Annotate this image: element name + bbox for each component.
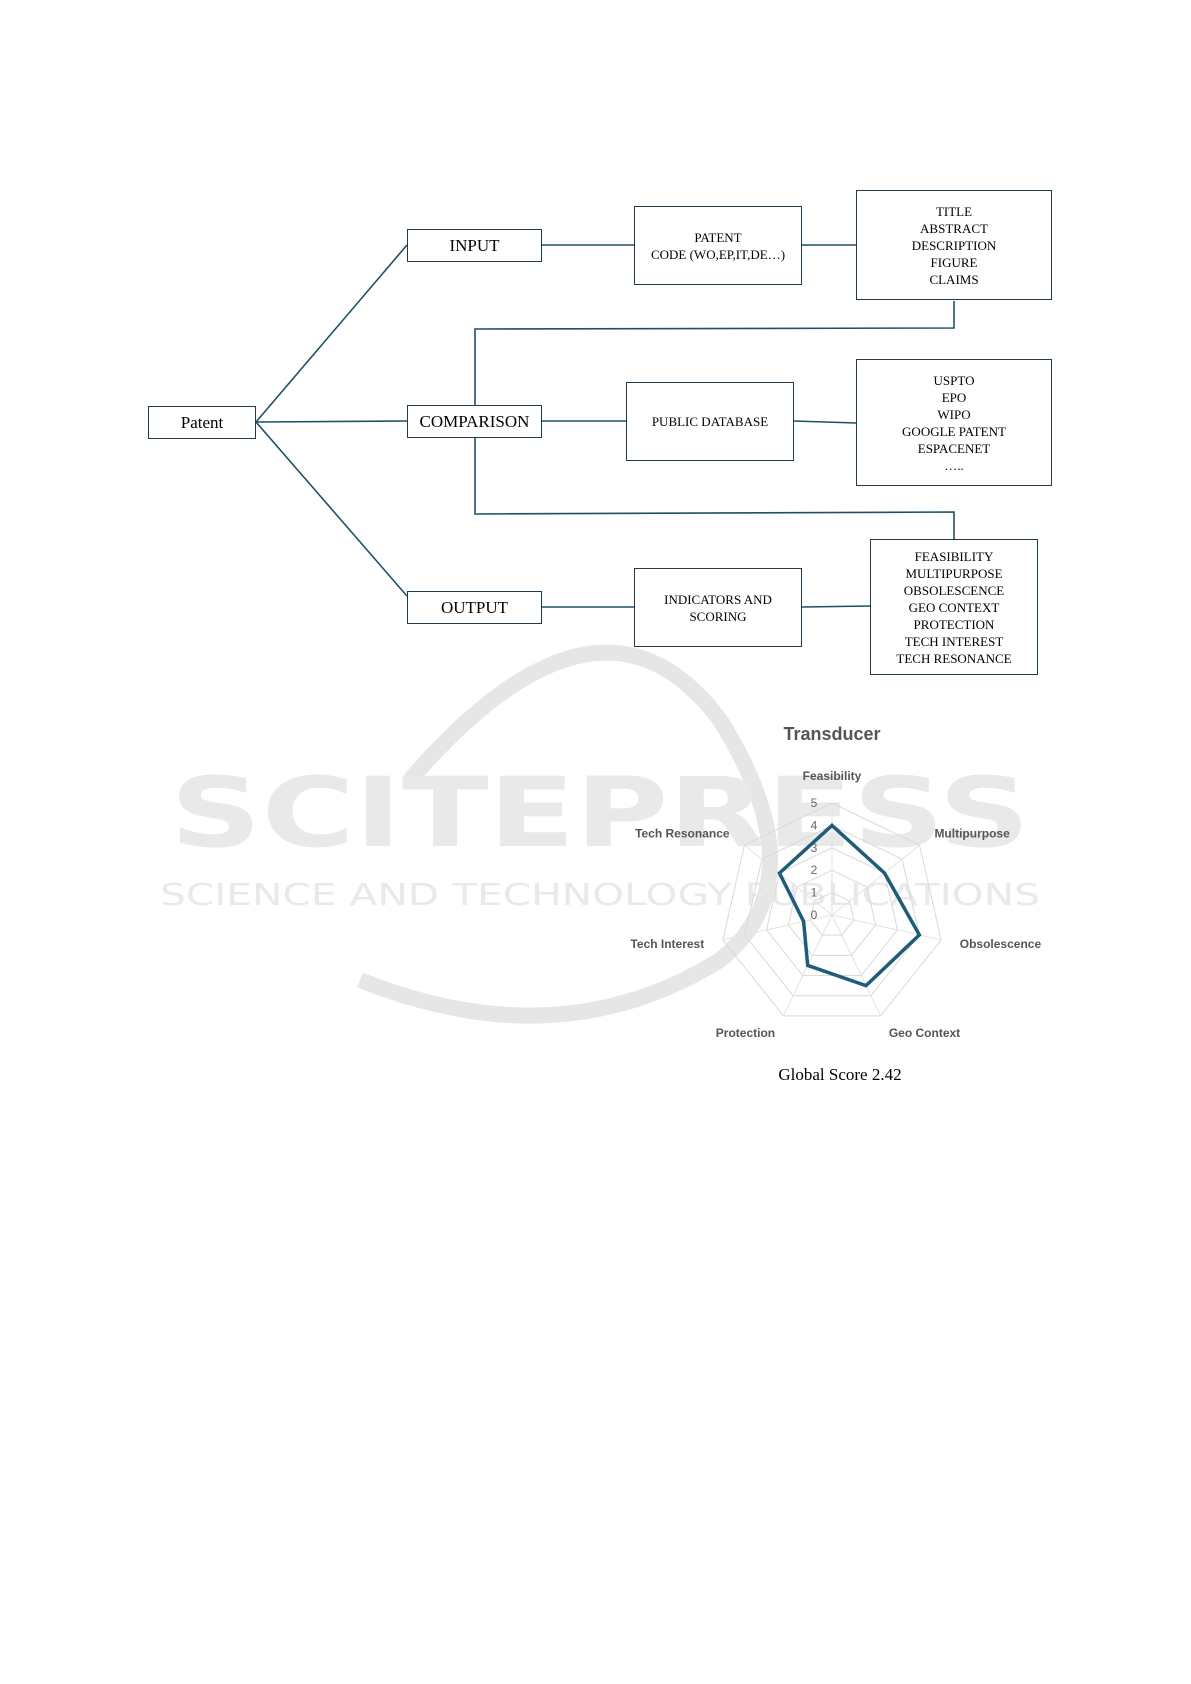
radar-tick-label: 5 <box>811 796 818 810</box>
radar-axis-label: Tech Resonance <box>635 826 730 840</box>
indicator-item: FEASIBILITY <box>914 548 994 564</box>
input-node: INPUT <box>407 229 542 262</box>
indicators-scoring-node: INDICATORS AND SCORING <box>634 568 802 647</box>
comparison-label: COMPARISON <box>419 411 530 431</box>
radar-spoke <box>722 914 833 941</box>
patent-code-line: CODE (WO,EP,IT,DE…) <box>650 246 786 262</box>
output-label: OUTPUT <box>440 597 509 617</box>
input-label: INPUT <box>449 235 500 255</box>
radar-tick-label: 0 <box>811 908 818 922</box>
database-source: USPTO <box>933 372 975 388</box>
database-source: WIPO <box>937 406 971 422</box>
patent-field: DESCRIPTION <box>911 237 997 253</box>
radar-axis-label: Geo Context <box>889 1026 960 1040</box>
radar-chart: Transducer 0 1 2 3 4 5 FeasibilityMultipurposeO… <box>630 724 1042 1040</box>
indicator-item: PROTECTION <box>913 616 995 632</box>
radar-grid-ring <box>744 824 920 997</box>
database-source: ….. <box>944 457 964 473</box>
patent-field: ABSTRACT <box>920 220 988 236</box>
radar-grid-ring <box>722 802 942 1017</box>
radar-grid-ring <box>809 892 855 936</box>
comparison-node: COMPARISON <box>407 405 542 438</box>
indicators-scoring-line: INDICATORS AND <box>664 591 772 607</box>
radar-axis-label: Obsolescence <box>960 937 1042 951</box>
patent-field: FIGURE <box>930 254 978 270</box>
database-source: ESPACENET <box>917 440 991 456</box>
patent-root-label: Patent <box>180 412 224 432</box>
database-source: EPO <box>941 389 967 405</box>
patent-code-node: PATENT CODE (WO,EP,IT,DE…) <box>634 206 802 285</box>
radar-tick-label: 1 <box>811 886 818 900</box>
indicators-scoring-line: SCORING <box>689 608 747 624</box>
radar-tick-label: 3 <box>811 841 818 855</box>
public-database-node: PUBLIC DATABASE <box>626 382 794 461</box>
radar-tick-label: 2 <box>811 863 818 877</box>
patent-fields-node: TITLE ABSTRACT DESCRIPTION FIGURE CLAIMS <box>856 190 1052 300</box>
radar-tick-label: 4 <box>811 818 818 832</box>
indicator-item: TECH INTEREST <box>904 633 1004 649</box>
database-source: GOOGLE PATENT <box>902 423 1006 439</box>
indicator-item: MULTIPURPOSE <box>905 565 1003 581</box>
radar-title: Transducer <box>783 724 880 744</box>
indicator-item: OBSOLESCENCE <box>903 582 1005 598</box>
radar-spoke <box>744 844 833 916</box>
patent-field: CLAIMS <box>929 271 979 287</box>
patent-root-node: Patent <box>148 406 256 439</box>
radar-axis-label: Tech Interest <box>630 937 704 951</box>
radar-series-line <box>777 823 922 988</box>
radar-axis-label: Feasibility <box>803 769 862 783</box>
radar-axis-label: Multipurpose <box>934 826 1010 840</box>
patent-field: TITLE <box>935 203 973 219</box>
patent-code-line: PATENT <box>694 229 742 245</box>
radar-axis-label: Protection <box>716 1026 775 1040</box>
radar-spoke <box>831 914 942 941</box>
indicator-item: TECH RESONANCE <box>896 650 1012 666</box>
database-sources-node: USPTO EPO WIPO GOOGLE PATENT ESPACENET …… <box>856 359 1052 486</box>
indicator-item: GEO CONTEXT <box>908 599 1000 615</box>
output-node: OUTPUT <box>407 591 542 624</box>
global-score-caption: Global Score 2.42 <box>778 1065 902 1084</box>
indicator-list-node: FEASIBILITY MULTIPURPOSE OBSOLESCENCE GE… <box>870 539 1038 675</box>
radar-grid-ring <box>787 869 877 956</box>
radar-spoke <box>831 844 920 916</box>
public-database-label: PUBLIC DATABASE <box>651 414 769 429</box>
radar-spoke <box>831 914 882 1017</box>
